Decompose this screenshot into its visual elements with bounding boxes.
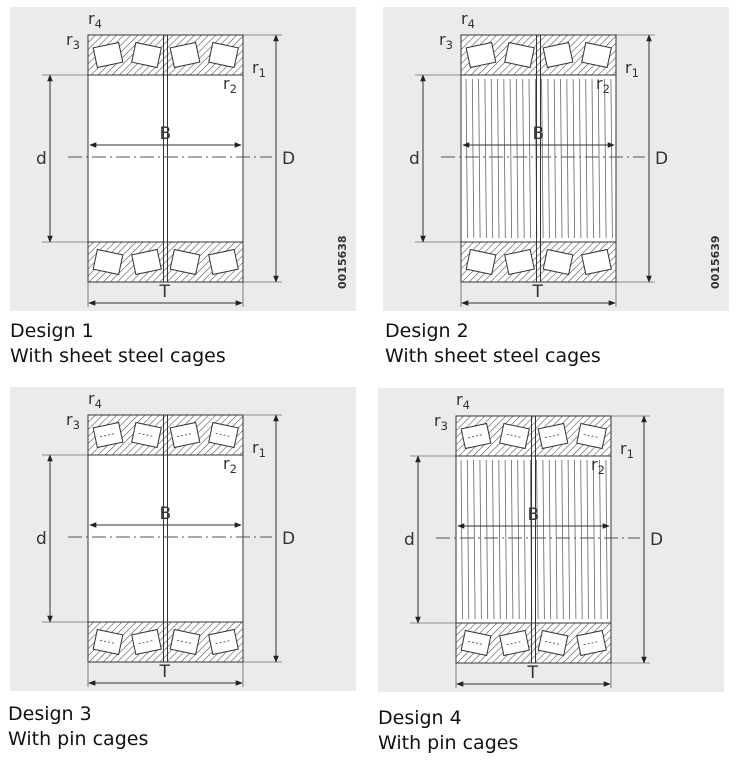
cage-pin <box>215 432 232 438</box>
label-r4: r4 <box>461 9 475 31</box>
label-B: B <box>160 124 172 144</box>
cage-pin <box>583 640 600 646</box>
cage-pin <box>100 639 116 645</box>
label-r2: r2 <box>223 454 237 476</box>
label-T: T <box>527 663 539 683</box>
tapered-roller <box>504 41 535 69</box>
label-r1: r1 <box>625 58 639 80</box>
drawing-number: 0015638 <box>336 235 349 289</box>
cage-pin <box>100 432 116 438</box>
design-2-title: Design 2 <box>385 320 469 342</box>
label-r1: r1 <box>252 58 266 80</box>
tapered-roller <box>542 248 574 276</box>
design-2-caption: Design 2 With sheet steel cages <box>385 319 601 369</box>
upper-ring-row <box>87 414 244 456</box>
bore-area <box>455 455 612 624</box>
label-T: T <box>159 662 171 682</box>
cage-pin <box>468 433 484 439</box>
bearing-section-svg: Bd D Tr4 r3 r1 r2 <box>404 390 663 688</box>
label-r3: r3 <box>434 411 448 433</box>
label-r2: r2 <box>591 455 605 477</box>
bearing-section-svg: Bd D Tr4 r3 r1 r2 0015638 <box>36 9 349 307</box>
label-D: D <box>282 529 295 549</box>
label-d: d <box>409 149 420 169</box>
label-r2: r2 <box>596 74 610 96</box>
tapered-roller <box>504 248 535 276</box>
label-r3: r3 <box>66 30 80 52</box>
tapered-roller <box>542 41 574 69</box>
bearing-section-svg: Bd D Tr4 r3 r1 r2 0015639 <box>409 9 722 307</box>
cage-pin <box>506 640 523 646</box>
drawing-number: 0015639 <box>709 235 722 289</box>
cage-pin <box>545 640 561 646</box>
label-B: B <box>528 505 540 525</box>
label-D: D <box>655 149 668 169</box>
tapered-roller <box>92 41 124 69</box>
tapered-roller <box>131 248 162 276</box>
design-4-caption: Design 4 With pin cages <box>378 706 518 756</box>
lower-ring-row <box>87 621 244 663</box>
cage-pin <box>138 639 155 645</box>
label-B: B <box>160 504 172 524</box>
label-D: D <box>282 149 295 169</box>
design-3-title: Design 3 <box>8 703 92 725</box>
tapered-roller <box>169 248 201 276</box>
tapered-roller <box>465 248 497 276</box>
bearing-section-svg: Bd D Tr4 r3 r1 r2 <box>36 389 295 687</box>
cage-pin <box>468 640 484 646</box>
design-1-subtitle: With sheet steel cages <box>10 345 226 367</box>
label-D: D <box>650 530 663 550</box>
design-4-subtitle: With pin cages <box>378 732 519 754</box>
cage-pin <box>177 639 193 645</box>
cage-pin <box>138 432 155 438</box>
label-r4: r4 <box>88 389 102 411</box>
upper-ring-row <box>455 415 612 457</box>
upper-ring-row <box>87 34 244 76</box>
bore-area <box>87 454 244 623</box>
cage-pin <box>545 433 561 439</box>
tapered-roller <box>581 248 612 276</box>
cage-pin <box>506 433 523 439</box>
tapered-roller <box>208 41 239 69</box>
label-d: d <box>36 529 47 549</box>
design-2-subtitle: With sheet steel cages <box>385 345 601 367</box>
label-r1: r1 <box>252 438 266 460</box>
label-r3: r3 <box>439 30 453 52</box>
cage-pin <box>583 433 600 439</box>
cage-pin <box>215 639 232 645</box>
design-1-caption: Design 1 With sheet steel cages <box>10 319 226 369</box>
label-T: T <box>159 282 171 302</box>
label-r4: r4 <box>88 9 102 31</box>
label-r4: r4 <box>456 390 470 412</box>
label-B: B <box>533 124 545 144</box>
design-1-title: Design 1 <box>10 320 94 342</box>
label-r3: r3 <box>66 410 80 432</box>
label-d: d <box>404 530 415 550</box>
design-3-caption: Design 3 With pin cages <box>8 702 148 752</box>
roller-bundle <box>465 78 613 239</box>
lower-ring-row <box>460 241 617 283</box>
label-d: d <box>36 149 47 169</box>
tapered-roller <box>92 248 124 276</box>
cage-pin <box>177 432 193 438</box>
bore-area <box>87 74 244 243</box>
design-4-title: Design 4 <box>378 707 462 729</box>
lower-ring-row <box>455 622 612 664</box>
tapered-roller <box>131 41 162 69</box>
roller-bundle <box>460 459 608 620</box>
tapered-roller <box>465 41 497 69</box>
label-r2: r2 <box>223 74 237 96</box>
tapered-roller <box>581 41 612 69</box>
label-r1: r1 <box>620 439 634 461</box>
upper-ring-row <box>460 34 617 76</box>
tapered-roller <box>169 41 201 69</box>
label-T: T <box>532 282 544 302</box>
design-3-subtitle: With pin cages <box>8 728 149 750</box>
tapered-roller <box>208 248 239 276</box>
lower-ring-row <box>87 241 244 283</box>
